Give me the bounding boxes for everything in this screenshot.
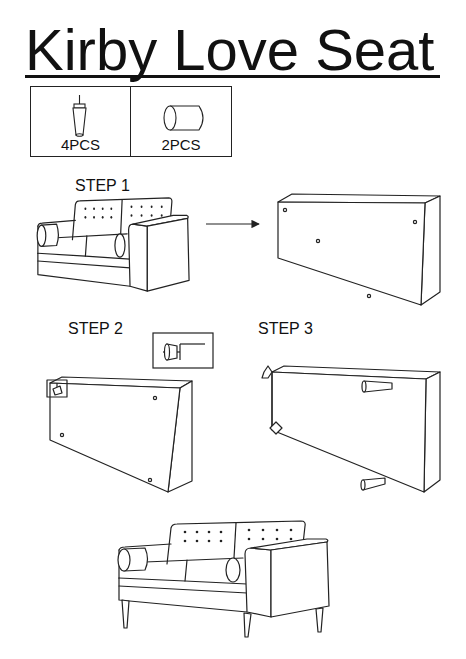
back-panel-step-3-part <box>364 381 392 392</box>
back-panel-step-3 <box>262 366 440 492</box>
back-panel-step-3-part <box>270 422 282 434</box>
back-panel-step-2-part <box>50 383 180 492</box>
back-panel-step-2-part <box>148 478 151 481</box>
leg-icon-part <box>74 104 85 108</box>
step-arrow <box>206 223 259 224</box>
sofa-legs <box>122 600 323 637</box>
detail-inset <box>153 333 213 368</box>
back-panel-part <box>316 239 319 242</box>
back-panel-step-2 <box>47 377 192 492</box>
sofa-legs-part <box>122 600 129 628</box>
back-panel-step-2-part <box>60 433 63 436</box>
detail-inset-part <box>165 344 170 360</box>
detail-inset-part <box>153 333 213 368</box>
step-label: STEP 1 <box>75 177 130 195</box>
part-cell: 2PCS <box>130 86 232 157</box>
back-panel-step-3-part <box>362 381 366 392</box>
bolster-icon <box>164 106 203 130</box>
back-panel-step-3-part <box>272 372 426 492</box>
back-panel-part <box>283 208 286 211</box>
back-panel-step-2-part <box>53 386 62 395</box>
sheet-title: Kirby Love Seat <box>25 21 434 79</box>
back-panel-part <box>367 294 370 297</box>
sofa-legs-part <box>316 608 323 632</box>
sofa-legs-part <box>244 613 251 637</box>
sofa-drawing-final <box>118 521 329 617</box>
back-panel-part <box>278 202 425 305</box>
back-panel-step-2-part <box>153 396 156 399</box>
back-panel <box>278 194 440 305</box>
leg-icon-part <box>79 95 80 104</box>
leg-icon-part <box>76 134 83 136</box>
quantity-label: 4PCS <box>61 136 100 153</box>
detail-inset-part <box>180 343 205 344</box>
back-panel-step-3-part <box>262 366 272 378</box>
back-panel-step-3-part <box>363 478 385 490</box>
back-panel-step-3-part <box>271 372 272 430</box>
leg-icon-part <box>73 108 86 135</box>
bolster-icon-part <box>164 106 176 130</box>
back-panel-part <box>413 220 416 223</box>
step-label: STEP 2 <box>68 320 123 338</box>
sofa-drawing <box>37 198 189 291</box>
quantity-label: 2PCS <box>161 136 200 153</box>
detail-inset-part <box>179 344 180 360</box>
back-panel-step-2-part <box>56 383 57 387</box>
leg-icon <box>73 95 86 136</box>
part-cell: 4PCS <box>30 86 131 157</box>
back-panel-step-2-part <box>47 380 67 397</box>
step-label: STEP 3 <box>258 320 313 338</box>
back-panel-step-3-part <box>361 480 365 490</box>
